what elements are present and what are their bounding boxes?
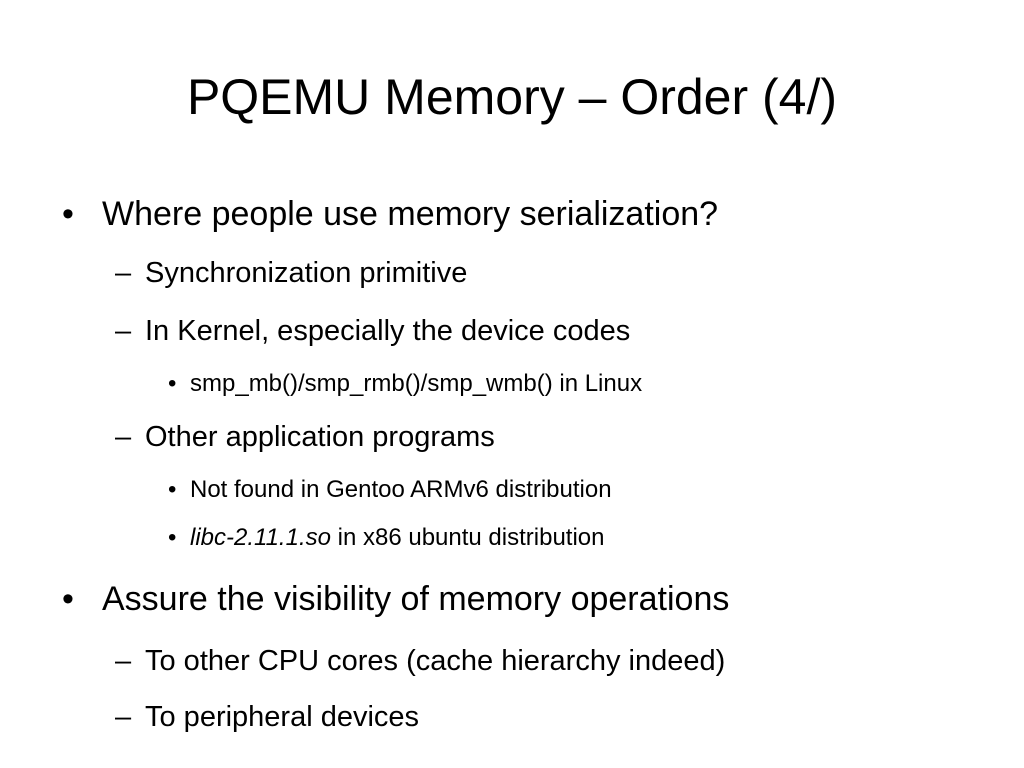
dash-marker: – xyxy=(115,257,132,289)
bullet-marker: • xyxy=(168,476,177,503)
sub-bullet-text: In Kernel, especially the device codes xyxy=(145,315,631,347)
sub-sub-bullet-item: • libc-2.11.1.so in x86 ubuntu distribut… xyxy=(168,522,605,554)
dash-marker: – xyxy=(115,315,132,347)
bullet-text: Assure the visibility of memory operatio… xyxy=(102,580,730,618)
sub-sub-bullet-item: • Not found in Gentoo ARMv6 distribution xyxy=(168,474,612,506)
bullet-item: • Assure the visibility of memory operat… xyxy=(62,577,730,621)
sub-bullet-item: – Synchronization primitive xyxy=(115,254,468,292)
dash-marker: – xyxy=(115,421,132,453)
library-filename: libc-2.11.1.so xyxy=(190,524,331,551)
sub-bullet-item: – In Kernel, especially the device codes xyxy=(115,312,631,350)
bullet-marker: • xyxy=(62,195,74,233)
sub-bullet-text: To peripheral devices xyxy=(145,701,420,733)
sub-bullet-item: – Other application programs xyxy=(115,418,495,456)
sub-sub-bullet-text: in x86 ubuntu distribution xyxy=(330,524,605,551)
sub-bullet-item: – To other CPU cores (cache hierarchy in… xyxy=(115,642,726,680)
bullet-marker: • xyxy=(168,524,177,551)
sub-sub-bullet-text: Not found in Gentoo ARMv6 distribution xyxy=(190,476,612,503)
bullet-marker: • xyxy=(168,370,177,397)
dash-marker: – xyxy=(115,645,132,677)
slide-title: PQEMU Memory – Order (4/) xyxy=(186,69,838,125)
sub-bullet-item: – To peripheral devices xyxy=(115,698,420,736)
sub-bullet-text: To other CPU cores (cache hierarchy inde… xyxy=(145,645,726,677)
bullet-marker: • xyxy=(62,580,74,618)
bullet-text: Where people use memory serialization? xyxy=(102,195,719,233)
bullet-item: • Where people use memory serialization? xyxy=(62,192,719,236)
dash-marker: – xyxy=(115,701,132,733)
sub-bullet-text: Synchronization primitive xyxy=(145,257,468,289)
sub-bullet-text: Other application programs xyxy=(145,421,495,453)
sub-sub-bullet-item: • smp_mb()/smp_rmb()/smp_wmb() in Linux xyxy=(168,368,643,400)
sub-sub-bullet-text: smp_mb()/smp_rmb()/smp_wmb() in Linux xyxy=(190,370,643,397)
